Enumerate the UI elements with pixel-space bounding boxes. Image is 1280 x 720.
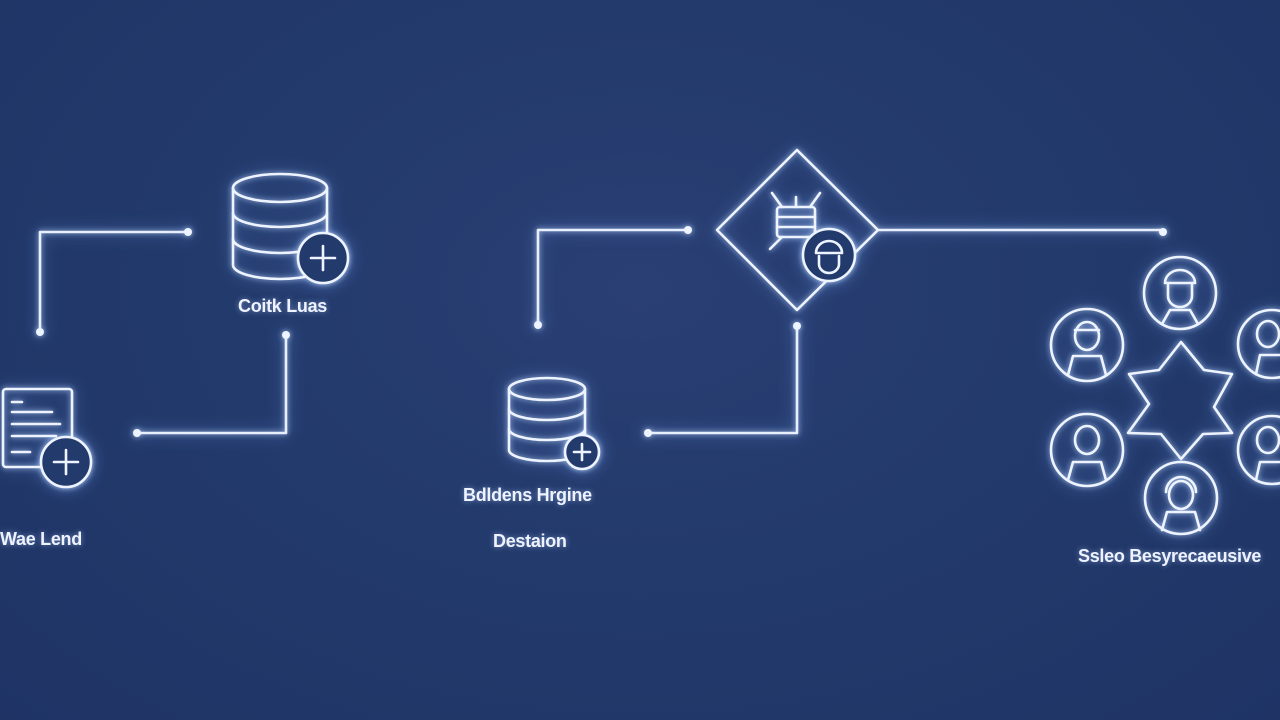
connector-endpoint xyxy=(644,429,652,437)
connector-top-left xyxy=(38,230,190,332)
add-circle-icon xyxy=(296,231,350,285)
document-label: Wae Lend xyxy=(0,529,82,549)
connector-endpoint xyxy=(282,331,290,339)
connector-center-bracket xyxy=(536,228,690,327)
center-database-label: Bdldens Hrgine xyxy=(463,485,592,505)
add-circle-icon xyxy=(563,433,601,471)
people-group-label: Ssleo Besyrecaeusive xyxy=(1078,546,1262,566)
person-avatar-icon xyxy=(1143,460,1219,536)
add-circle-icon xyxy=(39,435,93,489)
person-avatar-icon xyxy=(1049,412,1125,488)
star-icon xyxy=(1126,340,1234,461)
person-avatar-icon xyxy=(1049,307,1125,383)
person-avatar-icon xyxy=(1236,308,1280,380)
worker-avatar-icon xyxy=(801,227,857,283)
connector-endpoint xyxy=(133,429,141,437)
connector-endpoint xyxy=(793,322,801,330)
connector-endpoint xyxy=(534,321,542,329)
connector-endpoint xyxy=(1159,228,1167,236)
top-database-label: Coitk Luas xyxy=(238,296,328,316)
connector-document-to-database xyxy=(135,335,288,435)
server-icon xyxy=(768,191,824,251)
person-avatar-icon xyxy=(1236,414,1280,486)
destination-label: Destaion xyxy=(493,531,567,551)
connector-endpoint xyxy=(36,328,44,336)
decision-diamond-icon xyxy=(715,148,880,312)
connector-endpoint xyxy=(184,228,192,236)
connector-database-to-decision xyxy=(646,325,799,435)
worker-avatar-icon xyxy=(1142,255,1218,331)
document-icon xyxy=(1,387,74,469)
connector-endpoint xyxy=(684,226,692,234)
